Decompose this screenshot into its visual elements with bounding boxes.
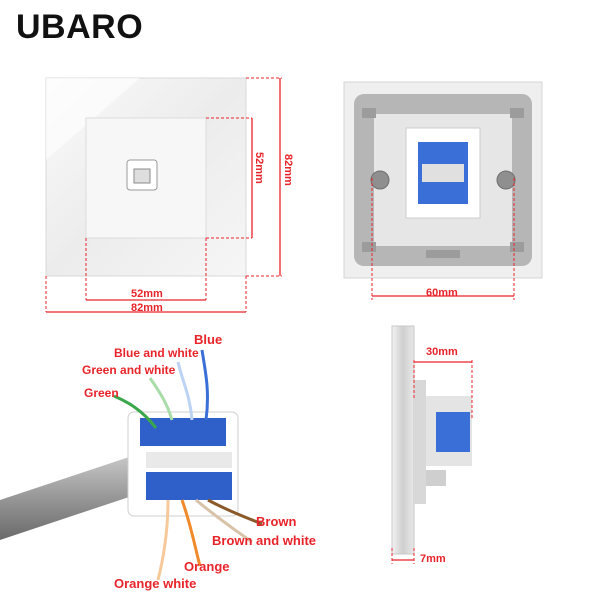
inner-height-label: 52mm [253, 152, 265, 184]
wire-label-blue: Blue [194, 332, 223, 347]
side-dimension-arrows [392, 361, 472, 561]
side-thickness-label: 7mm [420, 553, 446, 565]
back-width-label: 60mm [426, 287, 458, 299]
wire-label-green: Green [84, 386, 119, 400]
wire-label-brown: Brown [256, 514, 297, 529]
front-dimension-arrows [46, 78, 281, 313]
front-panel [45, 77, 247, 277]
wire-label-brown-white: Brown and white [212, 533, 316, 548]
side-panel [391, 325, 472, 555]
side-depth-label: 30mm [426, 346, 458, 358]
wire-label-orange-white: Orange white [114, 576, 197, 591]
outer-width-label: 82mm [131, 302, 163, 314]
wire-label-orange: Orange [184, 559, 230, 574]
back-dimension-lines [371, 178, 515, 300]
front-dimension-lines [45, 77, 282, 312]
back-panel [343, 81, 543, 279]
wire-label-green-white: Green and white [82, 363, 176, 377]
wire-label-blue-white: Blue and white [114, 346, 199, 360]
wiring-illustration [0, 349, 263, 581]
brand-logo: UBARO [16, 8, 144, 46]
side-dimension-lines [391, 360, 473, 564]
outer-height-label: 82mm [282, 154, 294, 186]
inner-width-label: 52mm [131, 288, 163, 300]
